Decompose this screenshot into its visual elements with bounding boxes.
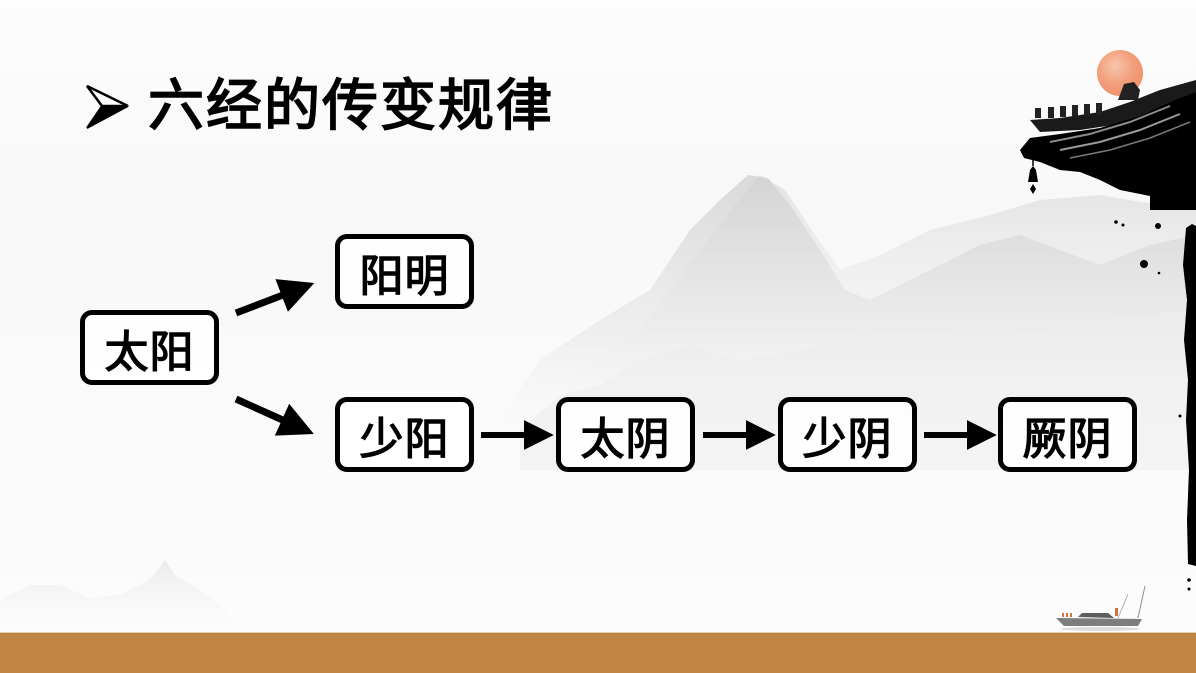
- roof-eave-icon: [1020, 80, 1196, 591]
- boat-icon: [1056, 585, 1146, 631]
- arrowhead-bullet-icon: [86, 84, 129, 129]
- node-shaoyin: 少阴: [778, 397, 917, 472]
- node-taiyang: 太阳: [80, 310, 219, 385]
- node-yangming: 阳明: [335, 234, 474, 309]
- node-jueyin: 厥阴: [998, 397, 1137, 472]
- bottom-band: [0, 632, 1196, 673]
- node-taiyin: 太阴: [556, 397, 695, 472]
- node-shaoyang: 少阳: [335, 397, 474, 472]
- title-row: 六经的传变规律: [84, 72, 554, 142]
- slide-title: 六经的传变规律: [148, 74, 554, 139]
